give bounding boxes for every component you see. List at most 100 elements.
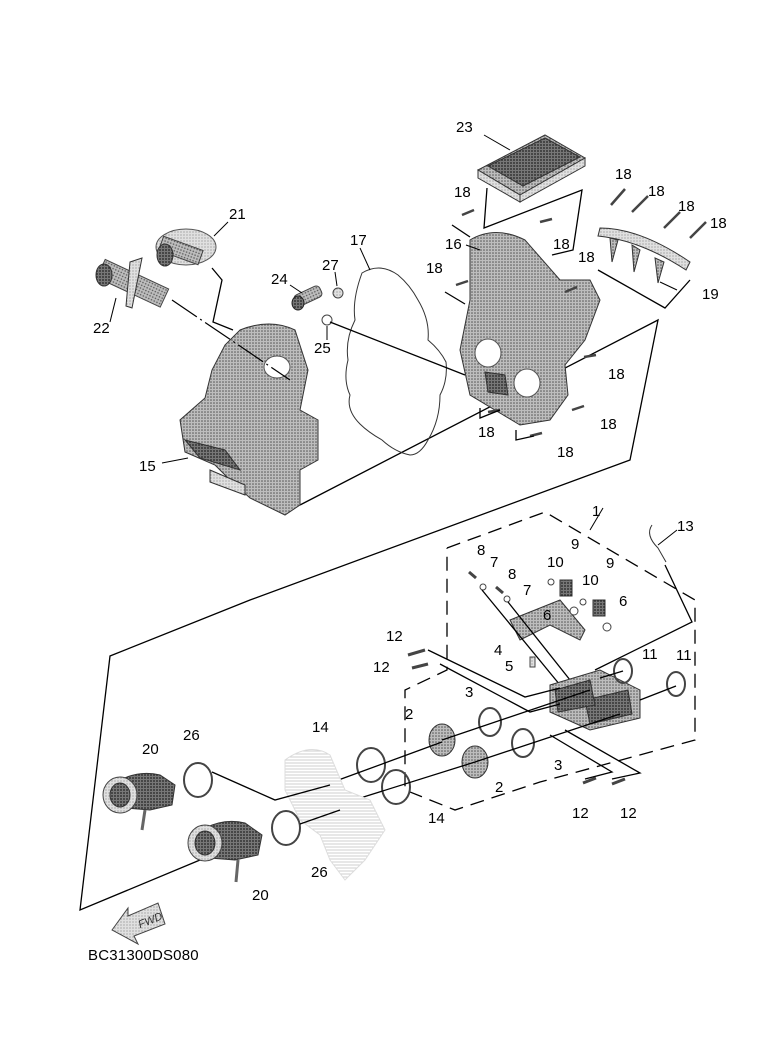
part-9-injector-left xyxy=(559,579,573,597)
diagram-code: BC31300DS080 xyxy=(88,947,199,964)
leader-23-frame xyxy=(483,187,583,256)
part-6-seal-b xyxy=(602,622,612,632)
callout-5: 5 xyxy=(505,658,513,675)
part-14-clamp-a xyxy=(356,747,386,783)
axis-line-22 xyxy=(171,299,291,381)
forward-direction-arrow: FWD xyxy=(111,902,166,946)
callout-18-j: 18 xyxy=(648,183,665,200)
leader-13-line xyxy=(594,564,693,671)
leader-7b-line xyxy=(507,601,579,691)
axis-line-upper xyxy=(441,689,591,741)
callout-12-bottom-left: 12 xyxy=(572,805,589,822)
callout-20-upper: 20 xyxy=(142,741,159,758)
part-8-bolt-a xyxy=(468,570,477,580)
part-10-o-ring-a xyxy=(547,578,555,586)
callout-6-right: 6 xyxy=(619,593,627,610)
callout-12-bottom-right: 12 xyxy=(620,805,637,822)
callout-18-b: 18 xyxy=(553,236,570,253)
part-19-filter-guide xyxy=(597,227,691,284)
callout-18-g: 18 xyxy=(600,416,617,433)
callout-13: 13 xyxy=(677,518,694,535)
callout-26-lower: 26 xyxy=(311,864,328,881)
callout-18-a: 18 xyxy=(454,184,471,201)
assembly-frame-line xyxy=(79,318,659,912)
part-10-o-ring-b xyxy=(579,598,587,606)
leader-25-line xyxy=(329,321,466,376)
part-26-clamp-a xyxy=(183,762,213,798)
callout-18-h: 18 xyxy=(557,444,574,461)
part-7-washer-b xyxy=(503,595,511,603)
callout-10-right: 10 xyxy=(582,572,599,589)
part-7-washer-a xyxy=(479,583,487,591)
callout-18-f: 18 xyxy=(478,424,495,441)
callout-11-right: 11 xyxy=(676,647,692,664)
callout-19: 19 xyxy=(702,286,719,303)
part-3-clamp-a xyxy=(478,707,502,737)
callout-20-lower: 20 xyxy=(252,887,269,904)
part-14-clamp-b xyxy=(381,769,411,805)
screws-18-group xyxy=(455,188,707,438)
callout-18-i: 18 xyxy=(615,166,632,183)
callout-12-top: 12 xyxy=(386,628,403,645)
part-20-duct-upper xyxy=(102,772,176,831)
callout-leaders xyxy=(109,134,678,546)
part-27-clip xyxy=(332,287,344,299)
axis-26a xyxy=(211,771,331,801)
callout-21: 21 xyxy=(229,206,246,223)
callout-14-upper: 14 xyxy=(312,719,329,736)
part-17-gasket xyxy=(345,267,447,456)
callout-18-c: 18 xyxy=(426,260,443,277)
callout-9-right: 9 xyxy=(606,555,614,572)
callout-14-lower: 14 xyxy=(428,810,445,827)
part-12-bolt-d xyxy=(611,777,626,786)
part-12-bolt-a xyxy=(407,648,426,657)
callout-26-upper: 26 xyxy=(183,727,200,744)
part-21-intake-duct xyxy=(155,228,217,267)
callout-17: 17 xyxy=(350,232,367,249)
part-16-airbox-cover xyxy=(459,232,601,426)
leader-21-frame xyxy=(211,267,234,331)
leader-18-a xyxy=(451,224,471,238)
callout-18-d: 18 xyxy=(578,249,595,266)
callout-11-left: 11 xyxy=(642,646,658,663)
part-11-seal-ring-b xyxy=(666,671,686,697)
callout-16: 16 xyxy=(445,236,462,253)
callout-15: 15 xyxy=(139,458,156,475)
part-8-bolt-b xyxy=(495,585,504,595)
axis-11a xyxy=(599,670,624,679)
part-11-seal-ring-a xyxy=(613,658,633,684)
callout-8-right: 8 xyxy=(508,566,516,583)
part-5-pin xyxy=(529,656,536,668)
axis-26b xyxy=(299,809,341,825)
part-12-bolt-c xyxy=(582,776,597,785)
callout-2-upper: 2 xyxy=(405,706,413,723)
callout-labels: 1 2 2 3 3 4 5 6 6 7 7 8 8 9 9 10 10 11 1… xyxy=(93,119,727,904)
callout-7-right: 7 xyxy=(523,582,531,599)
leader-18-b xyxy=(444,291,466,305)
part-12-bolt-b xyxy=(411,662,429,670)
leader-7-line xyxy=(481,589,561,686)
callout-18-e: 18 xyxy=(608,366,625,383)
axis-line-lower xyxy=(474,713,621,763)
part-20-duct-lower xyxy=(187,820,263,883)
callout-27: 27 xyxy=(322,257,339,274)
callout-24: 24 xyxy=(271,271,288,288)
part-15-airbox-housing xyxy=(179,323,319,516)
callout-1: 1 xyxy=(592,503,600,520)
callout-10-left: 10 xyxy=(547,554,564,571)
part-4-fuel-rail xyxy=(509,599,586,641)
callout-2-lower: 2 xyxy=(495,779,503,796)
leader-12-bottom-a xyxy=(549,734,614,780)
leader-12-mid xyxy=(439,663,561,713)
part-22-intake-pipe xyxy=(95,257,170,309)
callout-3-lower: 3 xyxy=(554,757,562,774)
part-23-filter-box xyxy=(476,134,587,203)
assembly-1-dashed-frame xyxy=(404,511,696,811)
callout-18-k: 18 xyxy=(678,198,695,215)
leader-12-bottom-b xyxy=(564,729,642,780)
callout-6-left: 6 xyxy=(543,607,551,624)
part-26-clamp-b xyxy=(271,810,301,846)
callout-4: 4 xyxy=(494,642,502,659)
leader-18-d xyxy=(515,430,535,441)
